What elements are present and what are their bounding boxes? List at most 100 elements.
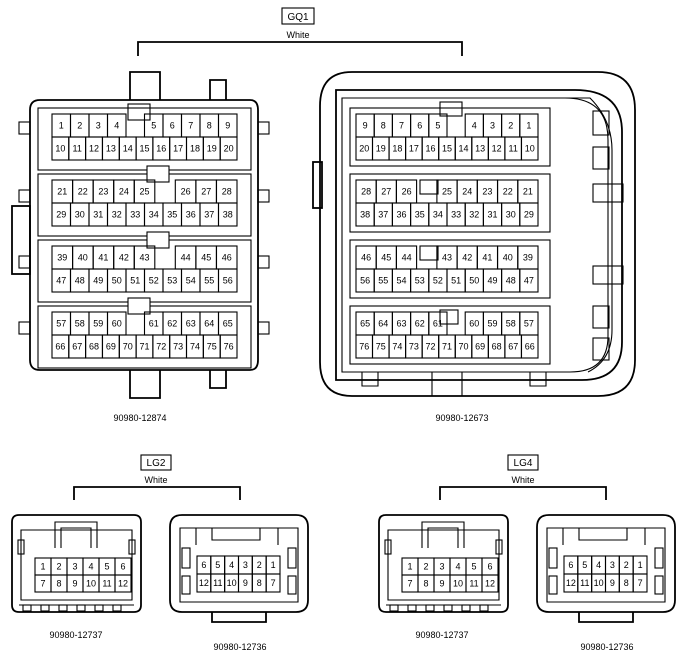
pin-cell: 49 [482, 268, 503, 293]
pin-number: 74 [392, 342, 402, 352]
pin-number: 76 [224, 342, 234, 352]
pin-cell: 5 [210, 555, 226, 575]
pin-cell: 6 [162, 113, 183, 138]
pin-number: 13 [106, 144, 116, 154]
pin-number: 1 [407, 562, 412, 572]
pin-number: 70 [458, 342, 468, 352]
pin-cell: 5 [428, 113, 448, 138]
pin-cell: 71 [135, 334, 154, 359]
pin-number: 14 [458, 144, 468, 154]
pin-number: 73 [173, 342, 183, 352]
pin-cell: 39 [51, 245, 74, 270]
gq1-label: GQ1 White [281, 7, 315, 40]
pin-cell: 8 [251, 573, 267, 593]
pin-number: 6 [417, 121, 422, 131]
pin-number: 53 [415, 276, 425, 286]
pin-cell: 9 [66, 574, 84, 593]
pin-cell: 28 [355, 179, 377, 204]
pin-number: 19 [376, 144, 386, 154]
gq1-id: GQ1 [287, 12, 309, 23]
pin-number: 71 [139, 342, 149, 352]
pin-number: 55 [204, 276, 214, 286]
pin-number: 20 [359, 144, 369, 154]
pin-cell: 31 [482, 202, 503, 227]
pin-cell: 56 [355, 268, 375, 293]
pin-cell: 17 [169, 136, 188, 161]
pin-cell: 53 [410, 268, 430, 293]
pin-cell: 48 [501, 268, 521, 293]
pin-cell: 12 [563, 573, 579, 593]
pin-number: 7 [407, 579, 412, 589]
pin-number: 68 [89, 342, 99, 352]
pin-number: 19 [207, 144, 217, 154]
pin-cell: 71 [438, 334, 456, 359]
pin-number: 39 [523, 253, 533, 263]
pin-cell: 26 [395, 179, 418, 204]
pin-number: 72 [156, 342, 166, 352]
pin-number: 1 [526, 121, 531, 131]
pin-cell: 11 [210, 573, 226, 593]
pin-cell: 5 [143, 113, 164, 138]
pin-number: 18 [190, 144, 200, 154]
pin-cell: 24 [113, 179, 135, 204]
pin-cell: 3 [433, 557, 451, 576]
pin-number: 11 [580, 578, 589, 588]
pin-number: 62 [167, 319, 177, 329]
pin-number: 10 [525, 144, 535, 154]
pin-cell: 5 [465, 557, 483, 576]
pin-cell: 35 [162, 202, 183, 227]
pin-cell: 67 [68, 334, 87, 359]
pin-cell: 10 [224, 573, 240, 593]
pin-cell: 36 [180, 202, 201, 227]
pin-cell: 47 [519, 268, 539, 293]
pin-number: 37 [204, 210, 214, 220]
pin-cell: 39 [517, 245, 539, 270]
pin-number: 73 [409, 342, 419, 352]
pin-cell: 61 [143, 311, 164, 336]
pin-cell: 75 [371, 334, 390, 359]
pin-cell: 16 [421, 136, 440, 161]
pin-number: 9 [610, 578, 615, 588]
pin-number: 4 [455, 562, 460, 572]
pin-number: 67 [72, 342, 82, 352]
pin-cell: 3 [604, 555, 620, 575]
pin-number: 11 [509, 144, 518, 154]
pin-cell: 32 [106, 202, 127, 227]
pin-cell: 59 [88, 311, 109, 336]
pin-cell: 1 [265, 555, 281, 575]
pin-number: 71 [442, 342, 452, 352]
pin-number: 3 [490, 121, 495, 131]
pin-cell: 18 [388, 136, 407, 161]
pin-number: 3 [72, 562, 77, 572]
pin-cell: 60 [106, 311, 127, 336]
pin-cell: 50 [464, 268, 484, 293]
pin-cell: 4 [82, 557, 100, 576]
pin-cell: 9 [355, 113, 375, 138]
pin-cell: 58 [501, 311, 521, 336]
lg4-label: LG4 White [507, 454, 539, 485]
pin-cell: 76 [355, 334, 374, 359]
pin-cell: 37 [199, 202, 220, 227]
pin-cell: 8 [417, 574, 435, 593]
pin-cell: 11 [577, 573, 593, 593]
pin-cell: 9 [604, 573, 620, 593]
pin-number: 58 [75, 319, 85, 329]
pin-number: 7 [399, 121, 404, 131]
pin-number: 10 [227, 578, 237, 588]
pin-cell: 12 [196, 573, 212, 593]
pin-cell: 72 [421, 334, 440, 359]
pin-number: 35 [415, 210, 425, 220]
pin-number: 10 [55, 144, 65, 154]
pin-number: 40 [78, 253, 88, 263]
pin-cell: 3 [237, 555, 253, 575]
lg2-left-part-number: 90980-12737 [49, 630, 102, 640]
pin-cell: 12 [114, 574, 132, 593]
pin-cell: 4 [591, 555, 607, 575]
pin-cell: 40 [497, 245, 519, 270]
pin-cell: 48 [69, 268, 90, 293]
